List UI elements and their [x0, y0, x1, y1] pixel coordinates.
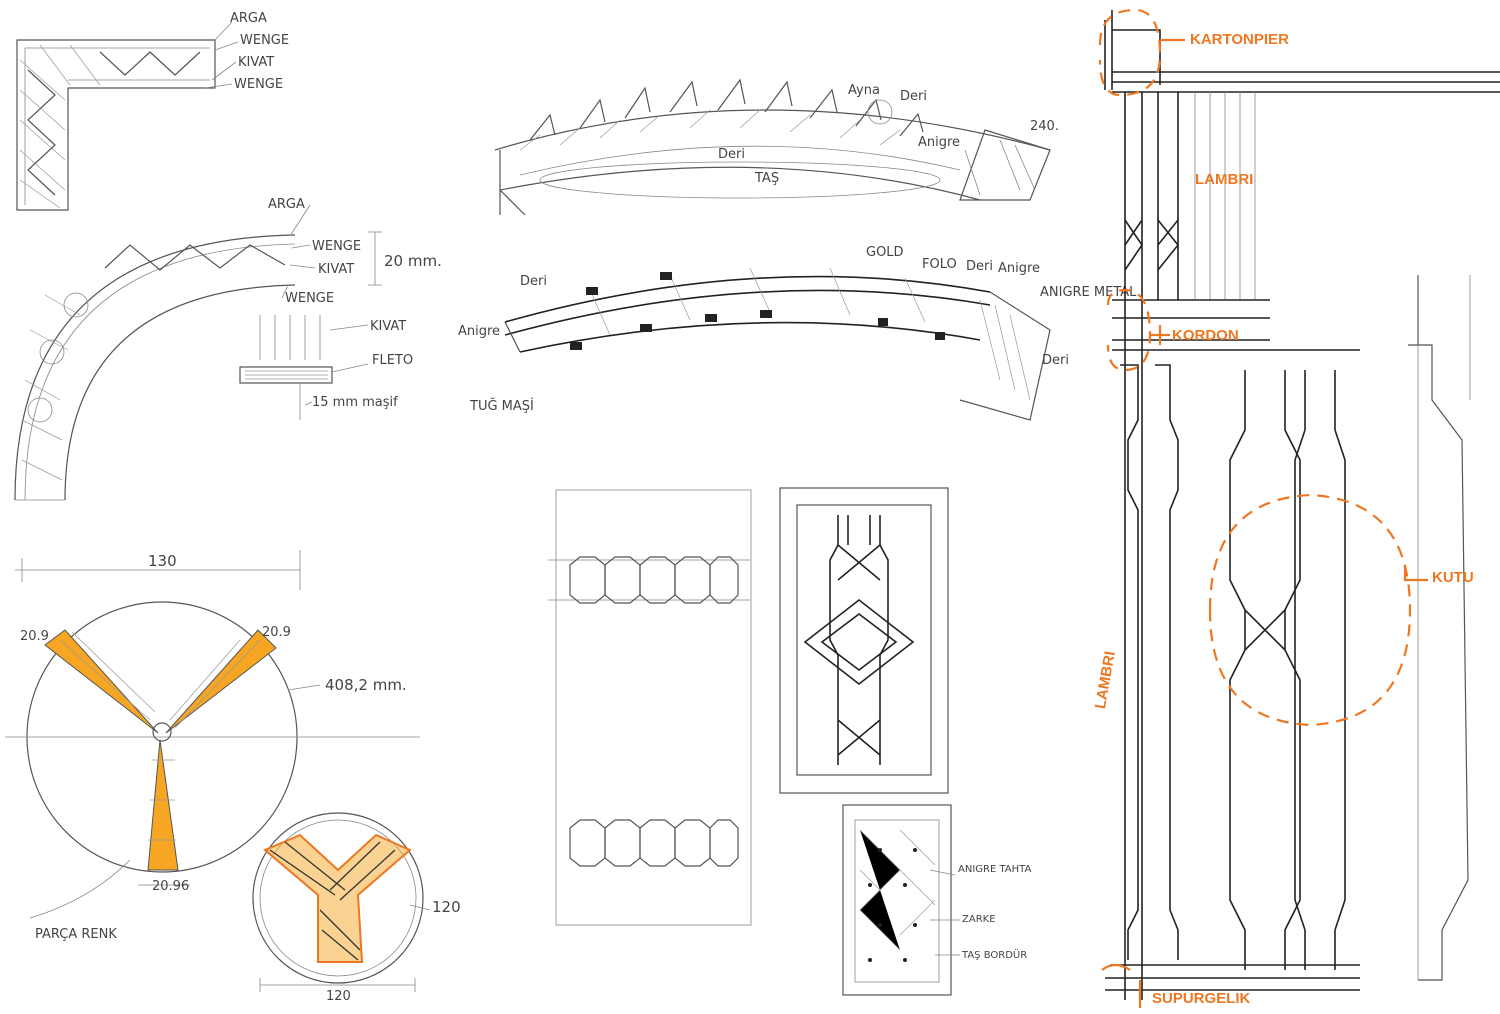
ceiling-label-1: Deri — [900, 89, 927, 104]
label-lambri-side: LAMBRI — [1092, 650, 1119, 710]
circle-dim-5: PARÇA RENK — [35, 927, 117, 942]
small-circle-dim-1: 120 — [326, 989, 351, 1004]
ceiling-label-4: TAŞ — [754, 171, 779, 186]
label-kutu: KUTU — [1432, 569, 1474, 586]
label-kartonpier: KARTONPIER — [1190, 31, 1289, 48]
corner-label-1: WENGE — [240, 33, 289, 48]
chandelier-plan-sketch: 130 20.9 20.9 408,2 mm. 20.96 PARÇA RENK — [5, 550, 420, 942]
arch-label-0: Deri — [520, 274, 547, 289]
curve-label-0: ARGA — [268, 197, 305, 212]
label-kordon: KORDON — [1172, 327, 1239, 344]
label-supurgelik: SUPURGELIK — [1152, 990, 1251, 1007]
curve-label-2: KIVAT — [318, 262, 354, 277]
curve-label-4: 20 mm. — [384, 252, 442, 270]
arch-label-6: Deri — [1042, 353, 1069, 368]
panel-legend-1: ZARKE — [962, 914, 996, 925]
corner-label-3: WENGE — [234, 77, 283, 92]
circle-dim-0: 130 — [148, 552, 177, 570]
small-circle-sketch: 120 120 — [252, 812, 461, 1004]
circle-dim-1: 20.9 — [20, 629, 49, 644]
curve-label-1: WENGE — [312, 239, 361, 254]
curve-label-7: 15 mm maşif — [312, 395, 398, 410]
curve-label-5: KIVAT — [370, 319, 406, 334]
arch-label-5: ANIGRE METAL — [1040, 285, 1137, 300]
ceiling-arch-sketch: Deri GOLD FOLO Deri Anigre ANIGRE METAL … — [458, 245, 1137, 421]
circle-dim-2: 20.9 — [262, 625, 291, 640]
arch-label-8: TUĞ MAŞİ — [469, 398, 534, 414]
arch-label-3: Deri — [966, 259, 993, 274]
ceiling-label-5: Anigre — [918, 135, 960, 150]
arch-label-1: GOLD — [866, 245, 904, 260]
wall-elevation-sketch: KARTONPIER LAMBRI KORDON KUTU LAMBRI SUP… — [1092, 8, 1500, 1008]
small-circle-dim-0: 120 — [432, 898, 461, 916]
panel-legend-2: TAŞ BORDÜR — [961, 948, 1027, 961]
pattern-panel-sketch: ANIGRE TAHTA ZARKE TAŞ BORDÜR — [842, 804, 1031, 996]
ceiling-label-0: Ayna — [848, 83, 880, 98]
interlace-panel-sketch — [779, 487, 949, 794]
arch-label-2: FOLO — [922, 257, 957, 272]
corner-label-2: KIVAT — [238, 55, 274, 70]
curve-label-3: WENGE — [285, 291, 334, 306]
curved-molding-sketch: ARGA WENGE KIVAT WENGE 20 mm. KIVAT FLET… — [14, 197, 442, 501]
circle-dim-4: 20.96 — [152, 879, 189, 894]
corner-label-0: ARGA — [230, 11, 267, 26]
ceiling-label-2: 240. — [1030, 119, 1059, 134]
panel-legend-0: ANIGRE TAHTA — [958, 864, 1031, 875]
circle-dim-3: 408,2 mm. — [325, 676, 407, 694]
corner-molding-sketch: ARGA WENGE KIVAT WENGE — [16, 11, 289, 211]
curve-label-6: FLETO — [372, 353, 413, 368]
ceiling-label-3: Deri — [718, 147, 745, 162]
hexagon-panel-sketch — [548, 489, 752, 926]
arch-label-4: Anigre — [998, 261, 1040, 276]
label-lambri-top: LAMBRI — [1195, 171, 1253, 188]
arch-label-7: Anigre — [458, 324, 500, 339]
ceiling-perspective-sketch: Ayna Deri 240. Deri TAŞ Anigre — [494, 78, 1059, 216]
